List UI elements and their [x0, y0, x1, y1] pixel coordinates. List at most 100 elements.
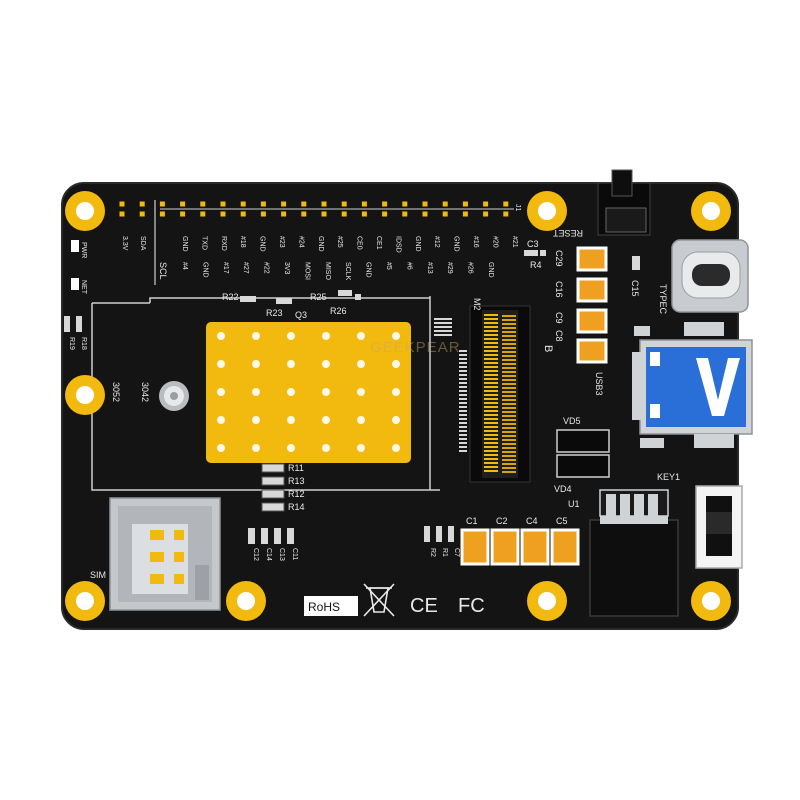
mounting-hole-top-left [65, 191, 105, 231]
gpio-bottom-label: #17 [222, 262, 229, 274]
mounting-hole-bottom-mid-left [226, 581, 266, 621]
via-dot [217, 332, 225, 340]
label-b: B [542, 345, 554, 352]
mounting-hole-bottom-mid-right [527, 581, 567, 621]
gpio-pin [281, 211, 287, 217]
label-r25: R25 [310, 292, 327, 302]
gpio-bottom-label: #13 [426, 262, 433, 274]
label-3052: 3052 [111, 382, 121, 402]
gpio-pin [361, 211, 367, 217]
via-dot [392, 444, 400, 452]
m2-standoff [159, 381, 189, 411]
label-r26: R26 [330, 306, 347, 316]
mounting-hole-bottom-left [65, 581, 105, 621]
via-dot [287, 388, 295, 396]
usb-type-c-port[interactable] [671, 239, 749, 313]
label-q3: Q3 [295, 310, 307, 320]
gpio-pin [382, 211, 388, 217]
gpio-pin [159, 211, 165, 217]
label-r11: R11 [288, 463, 304, 473]
gpio-bottom-label: 3V3 [283, 262, 290, 275]
via-dot [217, 416, 225, 424]
gpio-pin [341, 211, 347, 217]
gpio-bottom-label: MISO [324, 262, 331, 280]
small-parts-r2-r1-c7 [424, 526, 454, 542]
gpio-pin [200, 211, 206, 217]
gpio-bottom-label: #22 [263, 262, 270, 274]
sim-card-slot [109, 497, 221, 611]
gpio-pin [422, 201, 428, 207]
heatsink-vias [217, 332, 400, 452]
label-r4: R4 [530, 260, 542, 270]
via-dot [322, 444, 330, 452]
gpio-bottom-label: #6 [405, 262, 412, 270]
gpio-top-label: #18 [239, 236, 246, 248]
gpio-top-label: #25 [336, 236, 343, 248]
via-dot [357, 444, 365, 452]
gpio-bottom-label: #5 [385, 262, 392, 270]
label-scl: SCL [158, 262, 168, 280]
label-pwr: PWR [80, 242, 87, 258]
label-j1: J1 [514, 204, 521, 212]
gpio-bottom-label: GND [487, 262, 494, 278]
gpio-pin [180, 201, 186, 207]
gpio-top-label: #16 [472, 236, 479, 248]
label-r12: R12 [288, 489, 305, 499]
label-c12: C12 [252, 548, 259, 561]
gpio-top-label: GND [453, 236, 460, 252]
gpio-top-label: GND [414, 236, 421, 252]
label-r14: R14 [288, 502, 305, 512]
gpio-top-label: #23 [278, 236, 285, 248]
label-reset: RESET [552, 228, 583, 238]
label-c5: C5 [556, 516, 568, 526]
label-c11: C11 [291, 548, 298, 560]
via-dot [217, 444, 225, 452]
watermark: GEEKPEAR [370, 339, 461, 356]
mounting-hole-top-mid [527, 191, 567, 231]
label-c3: C3 [527, 239, 539, 249]
resistors-r11-r14 [261, 463, 285, 512]
capacitors-c11-c14 [248, 528, 294, 544]
label-3v3: 3.3V [121, 236, 128, 251]
gpio-bottom-label: SCLK [344, 262, 351, 281]
gpio-top-label: CE1 [375, 236, 382, 250]
gpio-bottom-label: #27 [242, 262, 249, 274]
gpio-pin [301, 211, 307, 217]
via-dot [217, 388, 225, 396]
gpio-top-label: GND [181, 236, 188, 252]
label-c9: C9 [554, 312, 564, 324]
label-r19: R19 [68, 337, 75, 350]
gpio-pin [483, 201, 489, 207]
label-c2: C2 [496, 516, 508, 526]
weee-bin-icon [363, 583, 395, 617]
label-c15: C15 [630, 280, 640, 297]
gpio-pin [462, 201, 468, 207]
gpio-pin [240, 211, 246, 217]
gpio-pin [483, 211, 489, 217]
via-dot [392, 360, 400, 368]
gpio-bottom-label: #29 [446, 262, 453, 274]
mounting-hole-bottom-right [691, 581, 731, 621]
gpio-pin [119, 201, 125, 207]
gpio-top-label: IDSD [394, 236, 401, 253]
gpio-header-pins [119, 201, 514, 217]
gpio-pin [119, 211, 125, 217]
label-fc: FC [458, 595, 485, 617]
label-u1: U1 [568, 499, 580, 509]
label-r13: R13 [288, 476, 305, 486]
gpio-top-label: #21 [511, 236, 518, 248]
via-dot [287, 332, 295, 340]
gpio-pin [139, 201, 145, 207]
reset-button[interactable] [597, 169, 651, 236]
mounting-hole-left-mid [65, 375, 105, 415]
resistors-r19-r18 [64, 316, 82, 332]
gpio-pin [503, 201, 509, 207]
via-dot [252, 416, 260, 424]
gpio-pin [321, 211, 327, 217]
usb3-port[interactable] [632, 322, 753, 448]
via-dot [252, 360, 260, 368]
via-dot [392, 416, 400, 424]
key1-switch[interactable] [695, 485, 743, 569]
